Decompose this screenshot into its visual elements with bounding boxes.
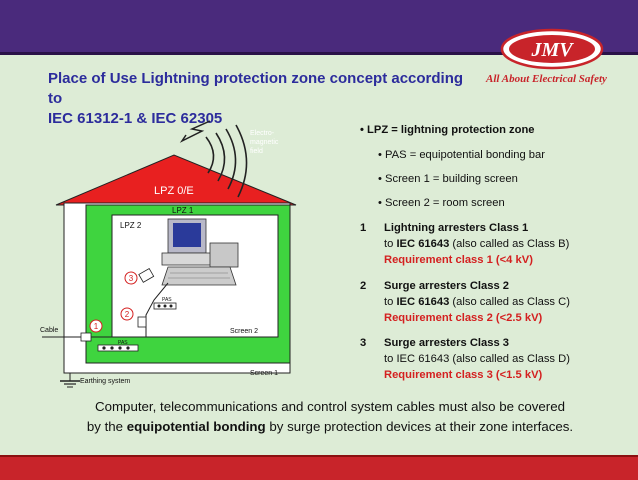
marker-1 bbox=[89, 319, 103, 333]
bullet-screen-1: • Screen 1 = building screen bbox=[378, 173, 518, 185]
bullet-pas: • PAS = equipotential bonding bar bbox=[378, 149, 545, 161]
title-line-2: IEC 61312-1 & IEC 62305 bbox=[48, 110, 223, 127]
lightning-zone-diagram: Electro- magnetic field LPZ 0/E LPZ 1 LP… bbox=[40, 120, 297, 388]
top-banner bbox=[0, 0, 638, 55]
lightning-bolt-icon bbox=[179, 120, 211, 143]
label-pas-2: PAS bbox=[162, 297, 172, 303]
computer-icon bbox=[161, 218, 239, 286]
class-2-requirement: Requirement class 2 (<2.5 kV) bbox=[384, 312, 543, 324]
class-3-standard: to IEC 61643 (also called as Class D) bbox=[384, 353, 570, 365]
class-3-number: 3 bbox=[360, 337, 367, 349]
class-2-standard: to IEC 61643 (also called as Class C) bbox=[384, 296, 570, 308]
jmv-logo: JMV bbox=[500, 28, 604, 70]
label-lpz2: LPZ 2 bbox=[120, 221, 142, 230]
footer-line-2: by the equipotential bonding by surge pr… bbox=[86, 419, 574, 434]
field-label-2: magnetic bbox=[250, 139, 279, 146]
roof-lpz0 bbox=[55, 154, 297, 206]
marker-2-text: 2 bbox=[125, 310, 130, 319]
field-arc-4 bbox=[235, 124, 248, 198]
field-label-3: field bbox=[250, 148, 263, 155]
arrester-3 bbox=[138, 267, 155, 283]
class-3-requirement: Requirement class 3 (<1.5 kV) bbox=[384, 369, 543, 381]
logo-text: JMV bbox=[530, 39, 574, 61]
bullet-screen-2: • Screen 2 = room screen bbox=[378, 197, 505, 209]
label-cable: Cable bbox=[40, 327, 58, 334]
pas-bar-1 bbox=[97, 344, 139, 352]
field-arc-2 bbox=[215, 132, 226, 182]
footer-note: Computer, telecommunications and control… bbox=[70, 397, 590, 437]
arrester-2 bbox=[137, 316, 147, 328]
class-1-number: 1 bbox=[360, 222, 367, 234]
class-2-number: 2 bbox=[360, 280, 367, 292]
label-screen-2: Screen 2 bbox=[230, 328, 258, 335]
marker-2 bbox=[120, 307, 134, 321]
page-title: Place of Use Lightning protection zone c… bbox=[48, 69, 468, 129]
tagline: All About Electrical Safety bbox=[486, 73, 607, 85]
marker-1-text: 1 bbox=[94, 322, 99, 331]
label-lpz0: LPZ 0/E bbox=[154, 185, 194, 197]
label-lpz1: LPZ 1 bbox=[172, 206, 194, 215]
field-label-1: Electro- bbox=[250, 130, 275, 137]
pas-bar-2 bbox=[153, 302, 177, 310]
bottom-banner bbox=[0, 455, 638, 480]
class-1-title: Lightning arresters Class 1 bbox=[384, 222, 529, 234]
title-line-1: Place of Use Lightning protection zone c… bbox=[48, 70, 464, 107]
field-arc-1 bbox=[205, 136, 215, 174]
class-1-requirement: Requirement class 1 (<4 kV) bbox=[384, 254, 533, 266]
marker-3-text: 3 bbox=[129, 274, 134, 283]
arrester-1 bbox=[80, 332, 92, 342]
label-pas-1: PAS bbox=[118, 340, 128, 346]
field-arc-3 bbox=[225, 128, 237, 190]
marker-3 bbox=[124, 271, 138, 285]
class-1-standard: to IEC 61643 (also called as Class B) bbox=[384, 238, 570, 250]
class-2-title: Surge arresters Class 2 bbox=[384, 280, 510, 292]
footer-line-1: Computer, telecommunications and control… bbox=[94, 399, 566, 414]
label-screen-1: Screen 1 bbox=[250, 370, 278, 377]
class-3-title: Surge arresters Class 3 bbox=[384, 337, 510, 349]
label-earthing: Earthing system bbox=[80, 378, 130, 385]
bullet-lpz: • LPZ = lightning protection zone bbox=[360, 124, 535, 136]
